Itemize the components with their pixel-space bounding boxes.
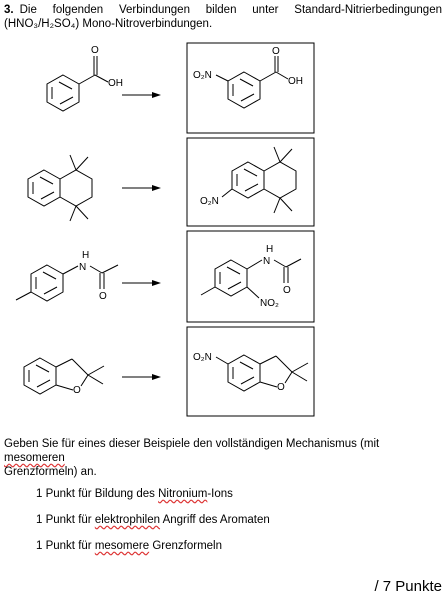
nitro-methylacetanilide-structure bbox=[200, 258, 302, 299]
atom-label-o-2: O bbox=[272, 46, 280, 57]
atom-label-no2-3: NO₂ bbox=[260, 298, 279, 309]
atom-label-oh-2: OH bbox=[288, 76, 303, 87]
total-points: / 7 Punkte bbox=[374, 578, 442, 595]
product-box-4 bbox=[186, 326, 315, 417]
atom-label-h-2: H bbox=[266, 244, 273, 255]
task-line-1: Geben Sie für eines dieser Beispiele den… bbox=[4, 438, 380, 464]
atom-label-n-1: N bbox=[79, 262, 86, 273]
question-intro: 3. Die folgenden Verbindungen bilden unte… bbox=[4, 3, 442, 31]
atom-label-o-3: O bbox=[99, 291, 107, 302]
point-item-3: 1 Punkt für mesomere Grenzformeln bbox=[36, 540, 222, 552]
task-line-2: Grenzformeln) an. bbox=[4, 466, 97, 478]
atom-label-n-2: N bbox=[263, 256, 270, 267]
methylacetanilide-structure bbox=[15, 264, 119, 302]
atom-label-o-6: O bbox=[277, 382, 285, 393]
point-item-1: 1 Punkt für Bildung des Nitronium-Ions bbox=[36, 488, 233, 500]
tetramethyltetralin-structure bbox=[27, 154, 93, 222]
product-box-1 bbox=[186, 42, 315, 134]
atom-label-o-5: O bbox=[73, 385, 81, 396]
atom-label-o-1: O bbox=[91, 45, 99, 56]
benzoic-acid-structure bbox=[46, 56, 109, 112]
intro-line-1: 3. Die folgenden Verbindungen bilden unte… bbox=[4, 3, 442, 17]
intro-text-1: Die folgenden Verbindungen bilden unter … bbox=[19, 4, 442, 16]
intro-line-2: (HNO₃/H₂SO₄) Mono-Nitroverbindungen. bbox=[4, 18, 213, 30]
atom-label-no2-1: O₂N bbox=[193, 70, 212, 81]
nitro-tetramethyltetralin-structure bbox=[221, 146, 297, 214]
product-box-3 bbox=[186, 230, 315, 323]
atom-label-no2-2: O₂N bbox=[200, 196, 219, 207]
atom-label-no2-4: O₂N bbox=[193, 352, 212, 363]
atom-label-o-4: O bbox=[283, 285, 291, 296]
question-number: 3. bbox=[4, 4, 14, 16]
atom-label-oh-1: OH bbox=[108, 78, 123, 89]
dimethyldihydrobenzofuran-structure bbox=[23, 357, 105, 395]
task-text: Geben Sie für eines dieser Beispiele den… bbox=[4, 437, 442, 479]
3-nitrobenzoic-acid-structure bbox=[215, 56, 289, 109]
point-item-2: 1 Punkt für elektrophilen Angriff des Ar… bbox=[36, 514, 270, 526]
product-box-2 bbox=[186, 137, 315, 227]
atom-label-h-1: H bbox=[82, 250, 89, 261]
reaction-scheme: O OH O₂N O OH O₂N H N O H N O NO₂ O O₂N … bbox=[15, 42, 315, 417]
nitro-dimethyldihydrobenzofuran-structure bbox=[215, 354, 309, 392]
